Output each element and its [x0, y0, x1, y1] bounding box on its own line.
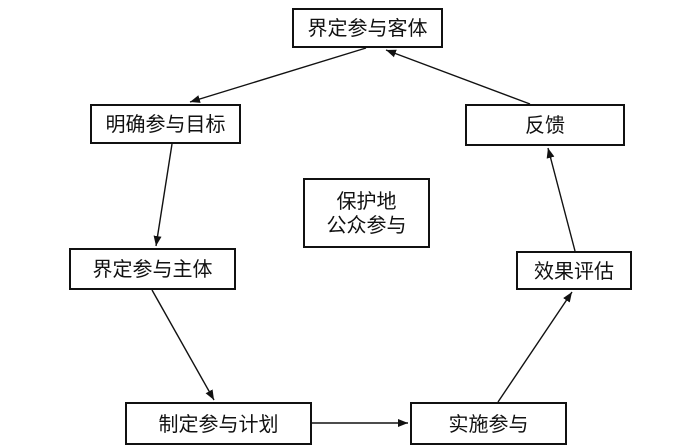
arrow-goal-to-subject — [153, 143, 173, 247]
node-define-subject: 界定参与主体 — [69, 248, 236, 290]
node-make-plan: 制定参与计划 — [125, 402, 312, 445]
node-define-object-label: 界定参与客体 — [307, 16, 428, 40]
center-topic-line1: 保护地 — [336, 189, 397, 213]
node-define-subject-label: 界定参与主体 — [92, 257, 213, 281]
arrow-subject-to-plan — [151, 289, 215, 401]
node-implement-label: 实施参与 — [448, 411, 529, 436]
node-evaluate: 效果评估 — [516, 251, 632, 290]
node-feedback-label: 反馈 — [525, 113, 565, 137]
node-implement: 实施参与 — [410, 402, 567, 445]
arrow-evaluate-to-feedback — [546, 147, 576, 252]
node-define-object: 界定参与客体 — [292, 8, 443, 48]
node-feedback: 反馈 — [465, 104, 625, 146]
node-clarify-goal-label: 明确参与目标 — [105, 112, 226, 136]
node-clarify-goal: 明确参与目标 — [90, 104, 241, 144]
node-evaluate-label: 效果评估 — [534, 258, 614, 283]
center-topic-line2: 公众参与 — [326, 213, 407, 237]
arrow-implement-to-evaluate — [497, 291, 573, 403]
arrow-object-to-goal — [189, 47, 367, 103]
center-topic: 保护地 公众参与 — [303, 178, 430, 248]
arrow-feedback-to-object — [385, 49, 531, 105]
node-make-plan-label: 制定参与计划 — [158, 411, 279, 436]
